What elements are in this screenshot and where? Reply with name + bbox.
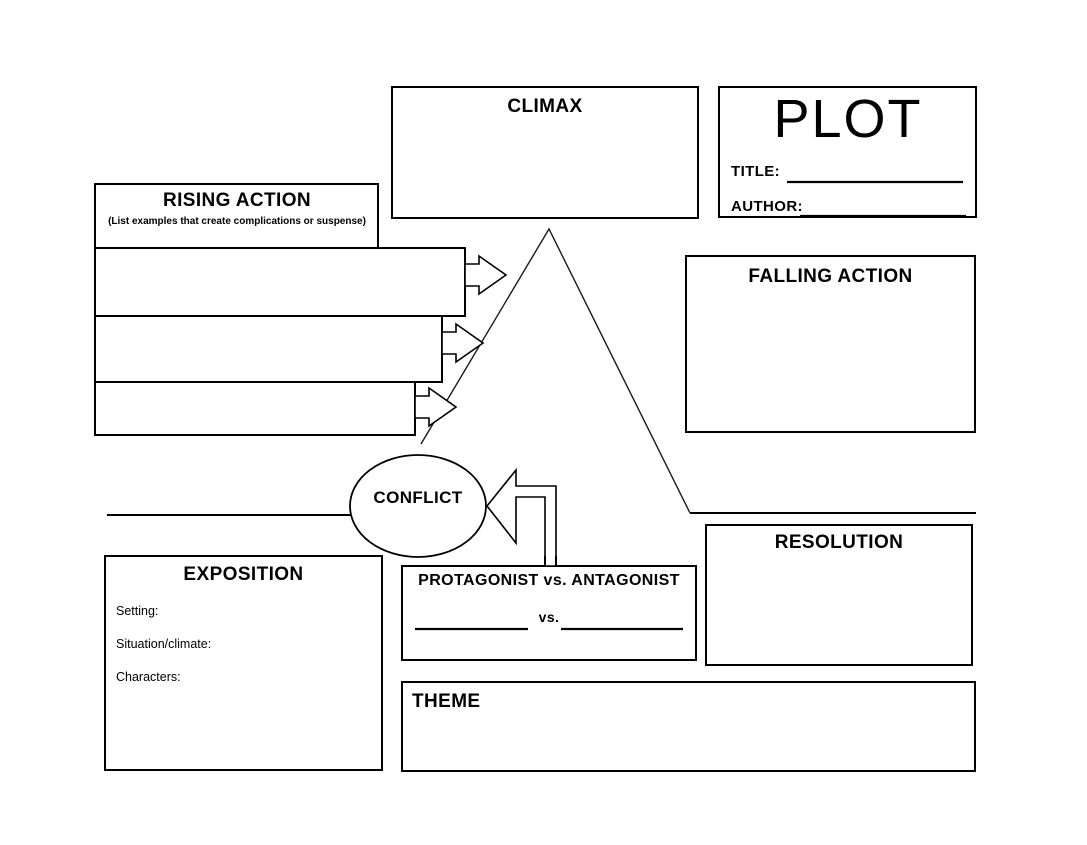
conflict-label: CONFLICT [373, 488, 463, 507]
theme-heading: THEME [412, 691, 481, 712]
resolution-box[interactable] [705, 524, 973, 666]
theme-box[interactable] [401, 681, 976, 772]
exposition-field-characters: Characters: [116, 670, 181, 684]
plot-title: PLOT [773, 89, 923, 149]
protagonist-antagonist-heading: PROTAGONIST vs. ANTAGONIST [418, 572, 680, 589]
rising-action-slot-2[interactable] [94, 315, 443, 383]
climax-box[interactable] [391, 86, 699, 219]
rising-action-arrow-3 [414, 386, 458, 428]
rising-action-arrow-1 [464, 254, 508, 296]
rising-action-heading: RISING ACTION [162, 190, 312, 211]
rising-action-slot-3[interactable] [94, 381, 416, 436]
resolution-heading: RESOLUTION [774, 532, 904, 553]
rising-action-header-box [94, 183, 379, 249]
author-field-label: AUTHOR: [731, 198, 803, 215]
exposition-box[interactable] [104, 555, 383, 771]
exposition-field-setting: Setting: [116, 604, 159, 618]
climax-heading: CLIMAX [507, 96, 583, 117]
rising-action-slot-1[interactable] [94, 247, 466, 317]
title-field-label: TITLE: [731, 163, 781, 180]
conflict-block-arrow [485, 467, 557, 567]
exposition-heading: EXPOSITION [183, 564, 304, 585]
versus-label: vs. [538, 609, 560, 625]
exposition-field-situation: Situation/climate: [116, 637, 212, 651]
falling-action-box[interactable] [685, 255, 976, 433]
plot-arc-mountain [420, 227, 691, 514]
plot-header-box[interactable] [718, 86, 977, 218]
falling-action-heading: FALLING ACTION [748, 266, 913, 287]
rising-action-note: (List examples that create complications… [108, 216, 366, 227]
rising-action-arrow-2 [441, 322, 485, 364]
protagonist-antagonist-box[interactable] [401, 565, 697, 661]
